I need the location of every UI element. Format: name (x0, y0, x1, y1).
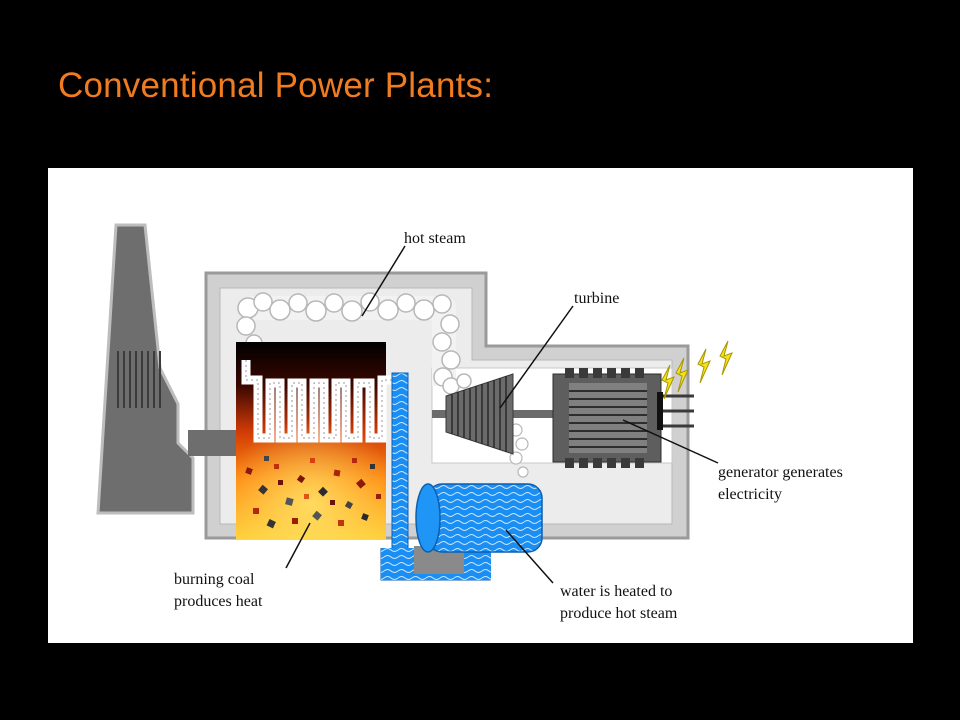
lightning-bolt-icon (661, 340, 733, 400)
burning-coal (245, 456, 381, 529)
steam-pipe (236, 292, 472, 395)
label-hot-steam: hot steam (404, 230, 466, 247)
power-plant-diagram: hot steam turbine generator generates el… (48, 168, 913, 643)
label-generator-line2: electricity (718, 486, 782, 503)
chimney (96, 223, 195, 515)
turbine (432, 373, 602, 455)
leader-lines (285, 245, 719, 584)
label-water-line1: water is heated to (560, 583, 672, 600)
furnace (236, 342, 393, 540)
diagram-svg: hot steam turbine generator generates el… (96, 223, 843, 622)
label-water-line2: produce hot steam (560, 605, 678, 622)
generator (552, 368, 694, 468)
label-generator-line1: generator generates (718, 464, 843, 481)
label-coal-line1: burning coal (174, 571, 255, 588)
label-turbine: turbine (574, 290, 619, 307)
steam-rising (509, 423, 529, 478)
water-tank (414, 483, 543, 574)
slide-title: Conventional Power Plants: (58, 66, 494, 105)
label-coal-line2: produces heat (174, 593, 263, 610)
